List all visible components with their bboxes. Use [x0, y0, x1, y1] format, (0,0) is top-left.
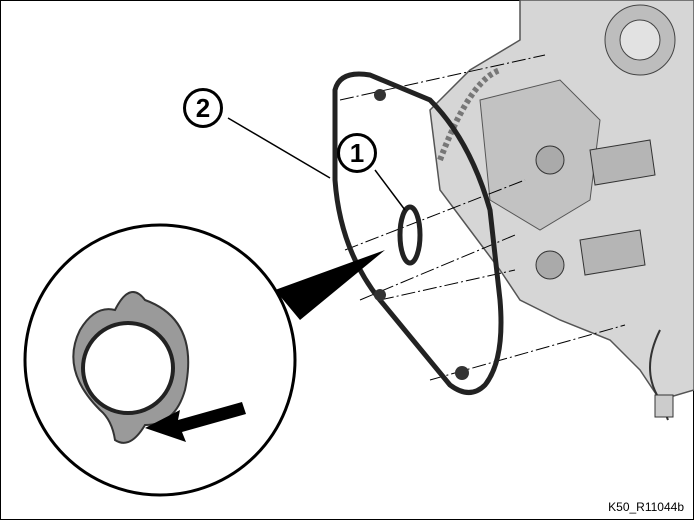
seal-detail [72, 291, 190, 444]
gasket-grommet [374, 89, 386, 101]
small-seal-ring [397, 204, 423, 266]
magnifier-pointer [275, 250, 385, 320]
arrow-icon [145, 402, 246, 442]
callout-2: 2 [183, 88, 223, 128]
callout-1: 1 [337, 133, 377, 173]
reference-code: K50_R11044b [608, 500, 684, 514]
leader-line-1 [374, 169, 406, 211]
leader-line-2 [227, 117, 331, 179]
gasket-grommet [455, 366, 469, 380]
engine-cylinder-head [429, 0, 694, 421]
cover-gasket [332, 71, 504, 395]
gasket-grommet [374, 289, 386, 301]
